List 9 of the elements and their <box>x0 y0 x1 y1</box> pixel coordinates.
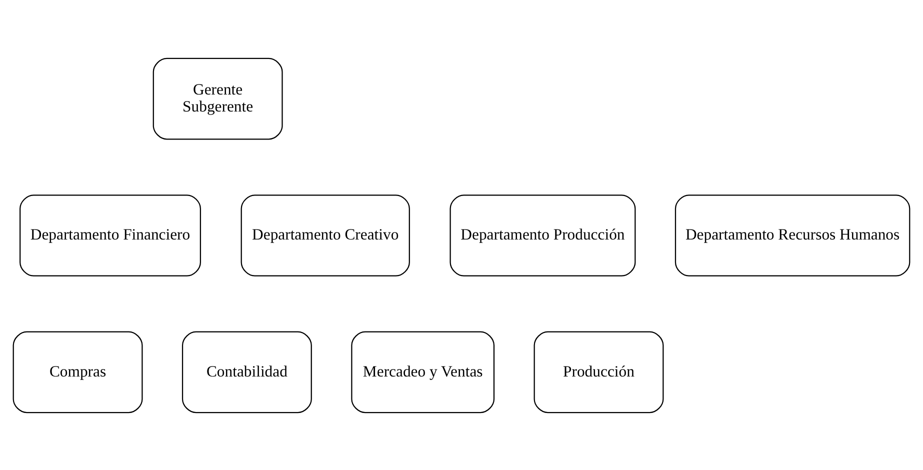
node-box: Departamento Financiero <box>20 194 202 276</box>
node-box: Compras <box>12 330 143 413</box>
node-box: Departamento Recursos Humanos <box>674 194 910 276</box>
node-box: Gerente Subgerente <box>152 57 283 140</box>
node-box: Departamento Creativo <box>240 194 410 276</box>
node-box: Mercadeo y Ventas <box>351 330 495 413</box>
node-box: Contabilidad <box>182 330 312 413</box>
node-box: Producción <box>534 330 664 413</box>
node-box: Departamento Producción <box>450 194 636 276</box>
